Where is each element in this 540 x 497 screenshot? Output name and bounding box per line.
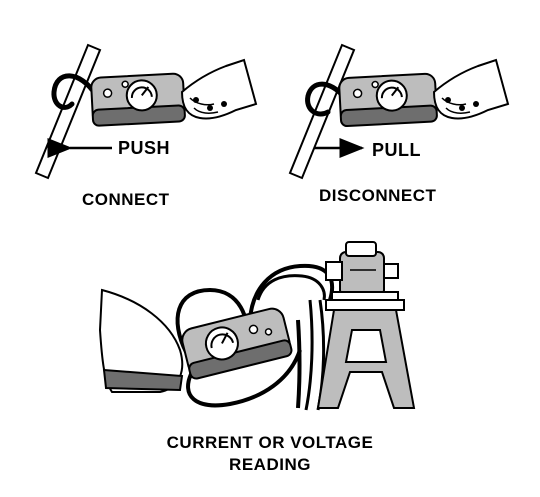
reading-illustration [98, 241, 416, 411]
conductor-bar [288, 43, 356, 180]
reading-caption: CURRENT OR VOLTAGE READING [0, 432, 540, 476]
conductor-bar [34, 43, 102, 180]
clamp-meter [90, 72, 186, 127]
hand [180, 58, 258, 120]
push-label: PUSH [118, 138, 171, 158]
test-lead [248, 263, 335, 321]
reading-caption-line2: READING [229, 455, 311, 474]
hand [432, 58, 510, 120]
test-lead [304, 299, 314, 411]
test-lead [296, 319, 302, 409]
test-lead [256, 274, 326, 301]
disconnect-caption: DISCONNECT [319, 186, 437, 205]
motor [325, 241, 399, 303]
clamp-jaw [305, 81, 347, 117]
connect-caption: CONNECT [82, 190, 170, 209]
motor-stand [316, 299, 416, 409]
pull-label: PULL [372, 140, 421, 160]
clamp-jaw [51, 73, 99, 110]
test-lead [186, 349, 302, 408]
clamp-meter [338, 72, 438, 128]
disconnect-illustration [288, 43, 510, 180]
clamp-meter [181, 307, 293, 380]
reading-caption-line1: CURRENT OR VOLTAGE [166, 433, 374, 452]
connect-illustration [34, 43, 258, 180]
